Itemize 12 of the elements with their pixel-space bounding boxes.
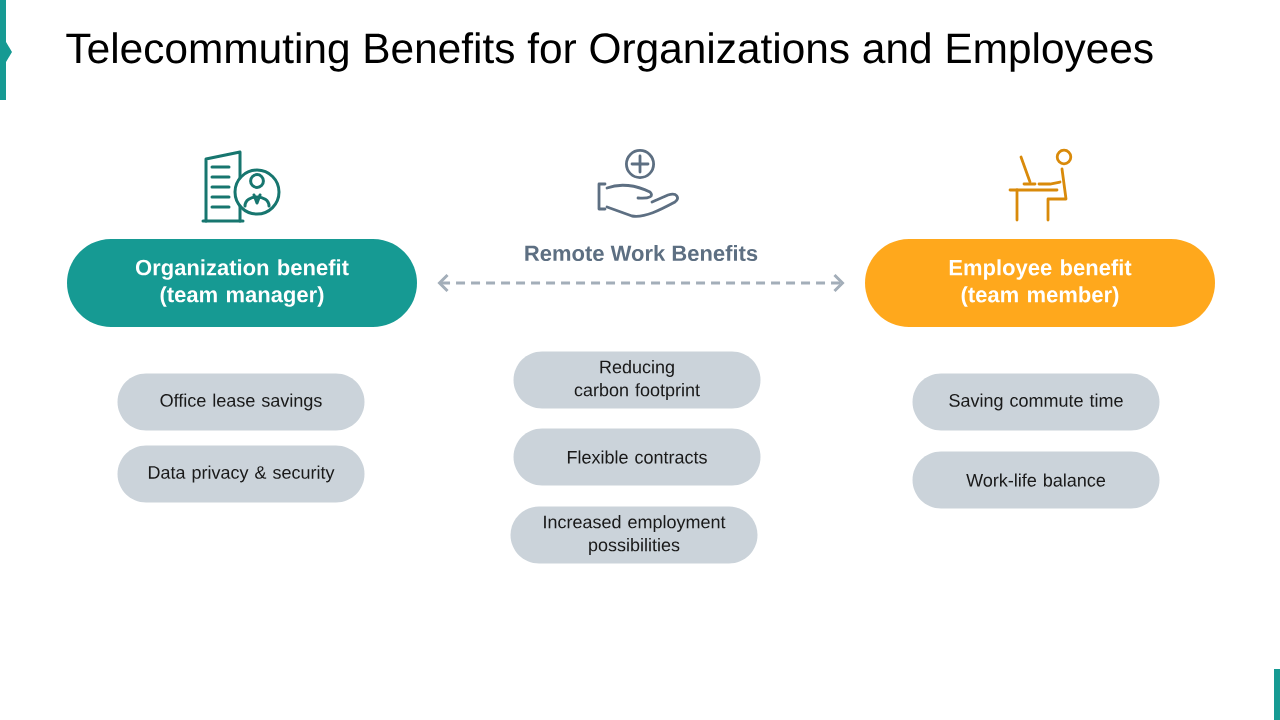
header-pill: Organization benefit (team manager) — [67, 239, 417, 327]
edge-label: Remote Work Benefits — [525, 244, 758, 262]
benefit-pill: Office lease savings — [117, 373, 365, 431]
benefit-pill: Reducing carbon footprint — [513, 351, 761, 409]
benefit-pill: Work-life balance — [912, 451, 1160, 509]
benefit-pill: Increased employment possibilities — [510, 506, 758, 564]
benefit-pill: Saving commute time — [912, 373, 1160, 431]
header-pill: Employee benefit (team member) — [865, 239, 1215, 327]
benefit-pill: Flexible contracts — [513, 428, 761, 486]
slide-title: Telecommuting Benefits for Organizations and Employees — [66, 32, 1153, 72]
arrow — [437, 273, 845, 293]
benefit-pill: Data privacy & security — [117, 445, 365, 503]
